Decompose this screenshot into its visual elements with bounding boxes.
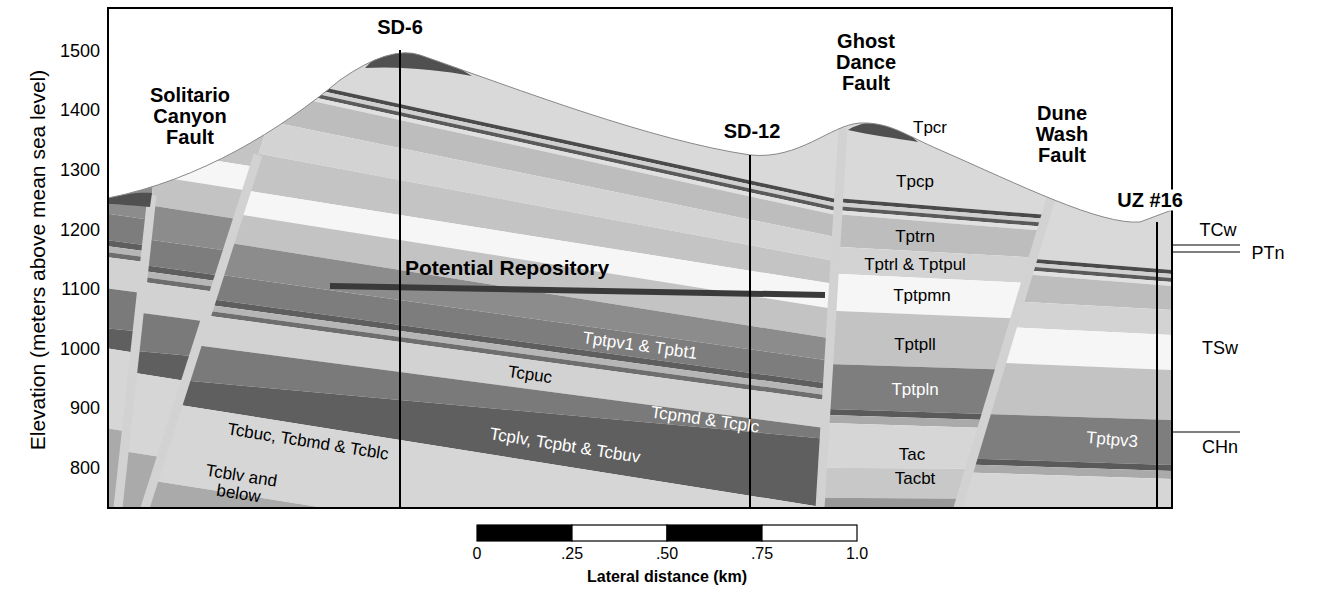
stratum-band <box>108 207 1172 290</box>
stratum-band <box>108 140 1172 229</box>
unit-boundaries <box>1172 245 1240 432</box>
caprock <box>108 193 152 207</box>
unit-label: Tptpln <box>891 381 938 399</box>
stratum-band <box>108 148 1172 237</box>
scale-value: .25 <box>561 546 583 563</box>
unit-label: Tacbt <box>895 470 936 488</box>
stratum-band <box>108 152 1172 241</box>
fault-traces <box>118 128 1055 508</box>
fault-name: Ghost Dance Fault <box>810 31 922 94</box>
scale-segment <box>762 525 857 541</box>
tick-label: 800 <box>70 459 100 478</box>
fault-line <box>145 155 258 508</box>
scale-bar <box>477 525 857 541</box>
boreholes <box>400 50 1157 508</box>
unit-label: Tptpll <box>894 336 936 354</box>
unit-tick <box>1172 251 1240 252</box>
unit-group-label: TSw <box>1202 339 1238 358</box>
unit-label: Tpcr <box>913 119 947 137</box>
tick-label: 900 <box>70 399 100 418</box>
stratum-band <box>108 197 1172 286</box>
fault-block <box>108 0 1172 594</box>
borehole-line <box>1156 222 1158 508</box>
scale-value: 1.0 <box>846 546 868 563</box>
stratum-band <box>108 185 1172 274</box>
tick-label: 1500 <box>60 42 100 61</box>
unit-label: Tac <box>899 446 925 464</box>
stratum-band <box>108 201 1172 310</box>
borehole-name: UZ #16 <box>1115 190 1185 211</box>
tick-label: 1200 <box>60 221 100 240</box>
strata <box>108 0 1172 594</box>
stratum-band <box>108 156 1172 265</box>
stratum-band <box>108 144 1172 233</box>
fault-line <box>958 185 1055 508</box>
fault-name: Solitario Canyon Fault <box>134 85 246 148</box>
borehole-line <box>749 155 751 508</box>
unit-group-label: PTn <box>1251 244 1284 263</box>
tick-label: 1100 <box>61 280 100 299</box>
unit-group-label: TCw <box>1200 221 1237 240</box>
axis-title: Elevation (meters above mean sea level) <box>27 70 49 451</box>
repository-label: Potential Repository <box>405 257 609 279</box>
scale-title: Lateral distance (km) <box>587 569 747 586</box>
scale-segment <box>477 525 572 541</box>
tick-label: 1000 <box>60 340 100 359</box>
scale-value: .50 <box>656 546 678 563</box>
borehole-name: SD-12 <box>724 121 781 142</box>
unit-label: Tptpmn <box>893 287 951 305</box>
scale-segment <box>572 525 667 541</box>
fault-line <box>118 195 152 508</box>
unit-tick <box>1172 244 1240 245</box>
stratum-band <box>108 193 1172 282</box>
stratum-band <box>108 538 1172 594</box>
borehole-line <box>399 50 401 508</box>
fault-name: Dune Wash Fault <box>1016 103 1108 166</box>
scale-segment <box>667 525 762 541</box>
plot-frame <box>108 8 1172 508</box>
tick-label: 1300 <box>60 161 100 180</box>
unit-label: Tptrl & Tptpul <box>864 256 966 274</box>
fault-line <box>820 128 843 508</box>
caprock <box>365 48 472 76</box>
fault-block <box>108 0 1172 594</box>
unit-label: Tptrn <box>895 228 935 246</box>
fault-block <box>108 0 1172 594</box>
fault-block <box>108 0 1172 594</box>
stratum-band <box>108 189 1172 278</box>
unit-label: Tpcp <box>896 173 934 191</box>
fault-block <box>108 0 1172 594</box>
stratum-band <box>108 0 1172 225</box>
ground-surface <box>108 53 1172 222</box>
unit-group-label: CHn <box>1202 438 1238 457</box>
stratum-band <box>108 508 1172 545</box>
unit-tick <box>1172 431 1240 432</box>
stratum-band <box>108 0 1172 270</box>
tick-label: 1400 <box>60 101 100 120</box>
scale-value: .75 <box>751 546 773 563</box>
borehole-name: SD-6 <box>377 17 423 38</box>
scale-value: 0 <box>473 546 482 563</box>
